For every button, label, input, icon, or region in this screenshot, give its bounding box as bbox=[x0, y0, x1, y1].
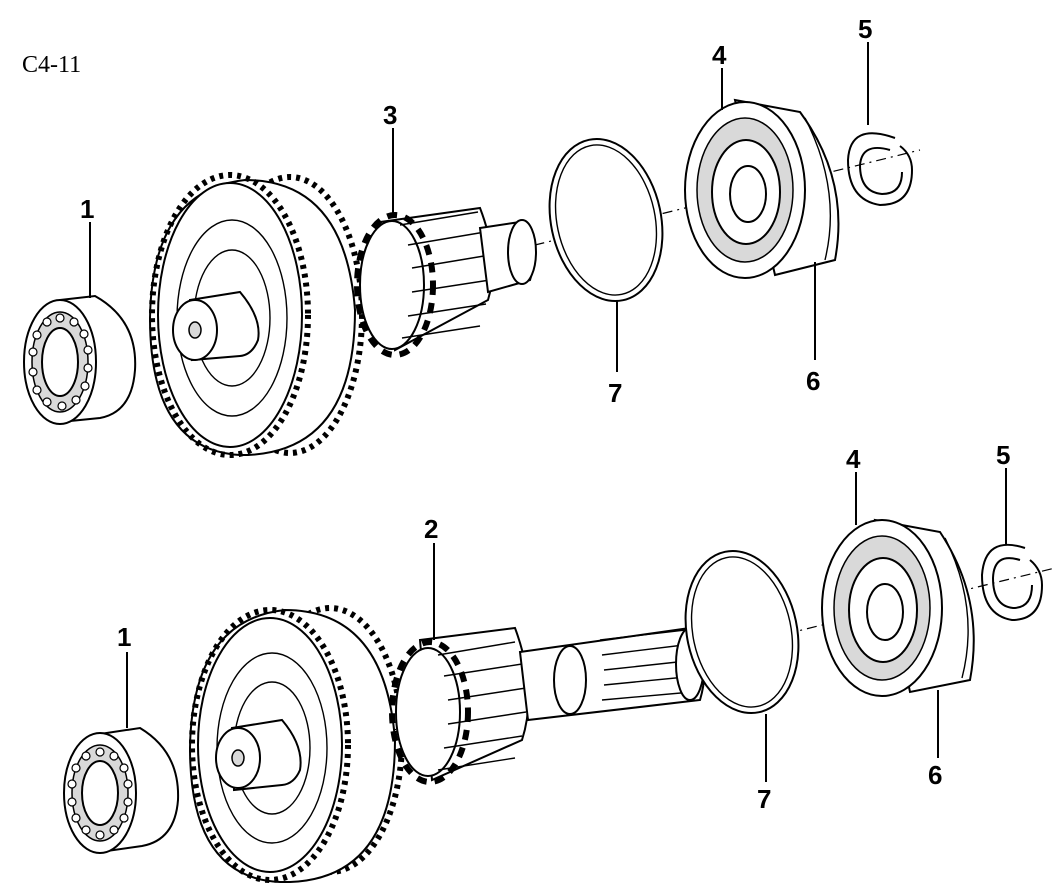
upper-assembly: 1 3 7 4 5 6 bbox=[23, 14, 921, 458]
label-7-upper: 7 bbox=[608, 378, 622, 408]
lower-roller-bearing bbox=[63, 726, 180, 854]
lower-assembly: 1 2 7 4 5 6 bbox=[63, 440, 1056, 883]
upper-roller-bearing bbox=[23, 294, 137, 425]
lower-snap-ring bbox=[980, 543, 1044, 622]
label-6-lower: 6 bbox=[928, 760, 942, 790]
diagram-code: C4-11 bbox=[22, 52, 81, 78]
lower-output-shaft bbox=[389, 626, 706, 785]
lower-seal-ring bbox=[684, 549, 800, 715]
label-4-lower: 4 bbox=[846, 444, 861, 474]
upper-ball-bearing bbox=[684, 98, 840, 279]
lower-large-gear bbox=[188, 605, 405, 883]
upper-pinion-shaft bbox=[354, 206, 537, 358]
label-1-upper: 1 bbox=[80, 194, 94, 224]
label-4-upper: 4 bbox=[712, 40, 727, 70]
label-7-lower: 7 bbox=[757, 784, 771, 814]
label-5-upper: 5 bbox=[858, 14, 872, 44]
label-6-upper: 6 bbox=[806, 366, 820, 396]
label-3-upper: 3 bbox=[383, 100, 397, 130]
upper-leaders bbox=[89, 42, 869, 372]
lower-leaders bbox=[126, 468, 1007, 782]
label-2-lower: 2 bbox=[424, 514, 438, 544]
lower-ball-bearing bbox=[821, 518, 975, 697]
upper-snap-ring bbox=[846, 132, 914, 207]
label-5-lower: 5 bbox=[996, 440, 1010, 470]
label-1-lower: 1 bbox=[117, 622, 131, 652]
upper-large-gear bbox=[148, 172, 365, 458]
upper-seal-ring bbox=[548, 137, 664, 303]
